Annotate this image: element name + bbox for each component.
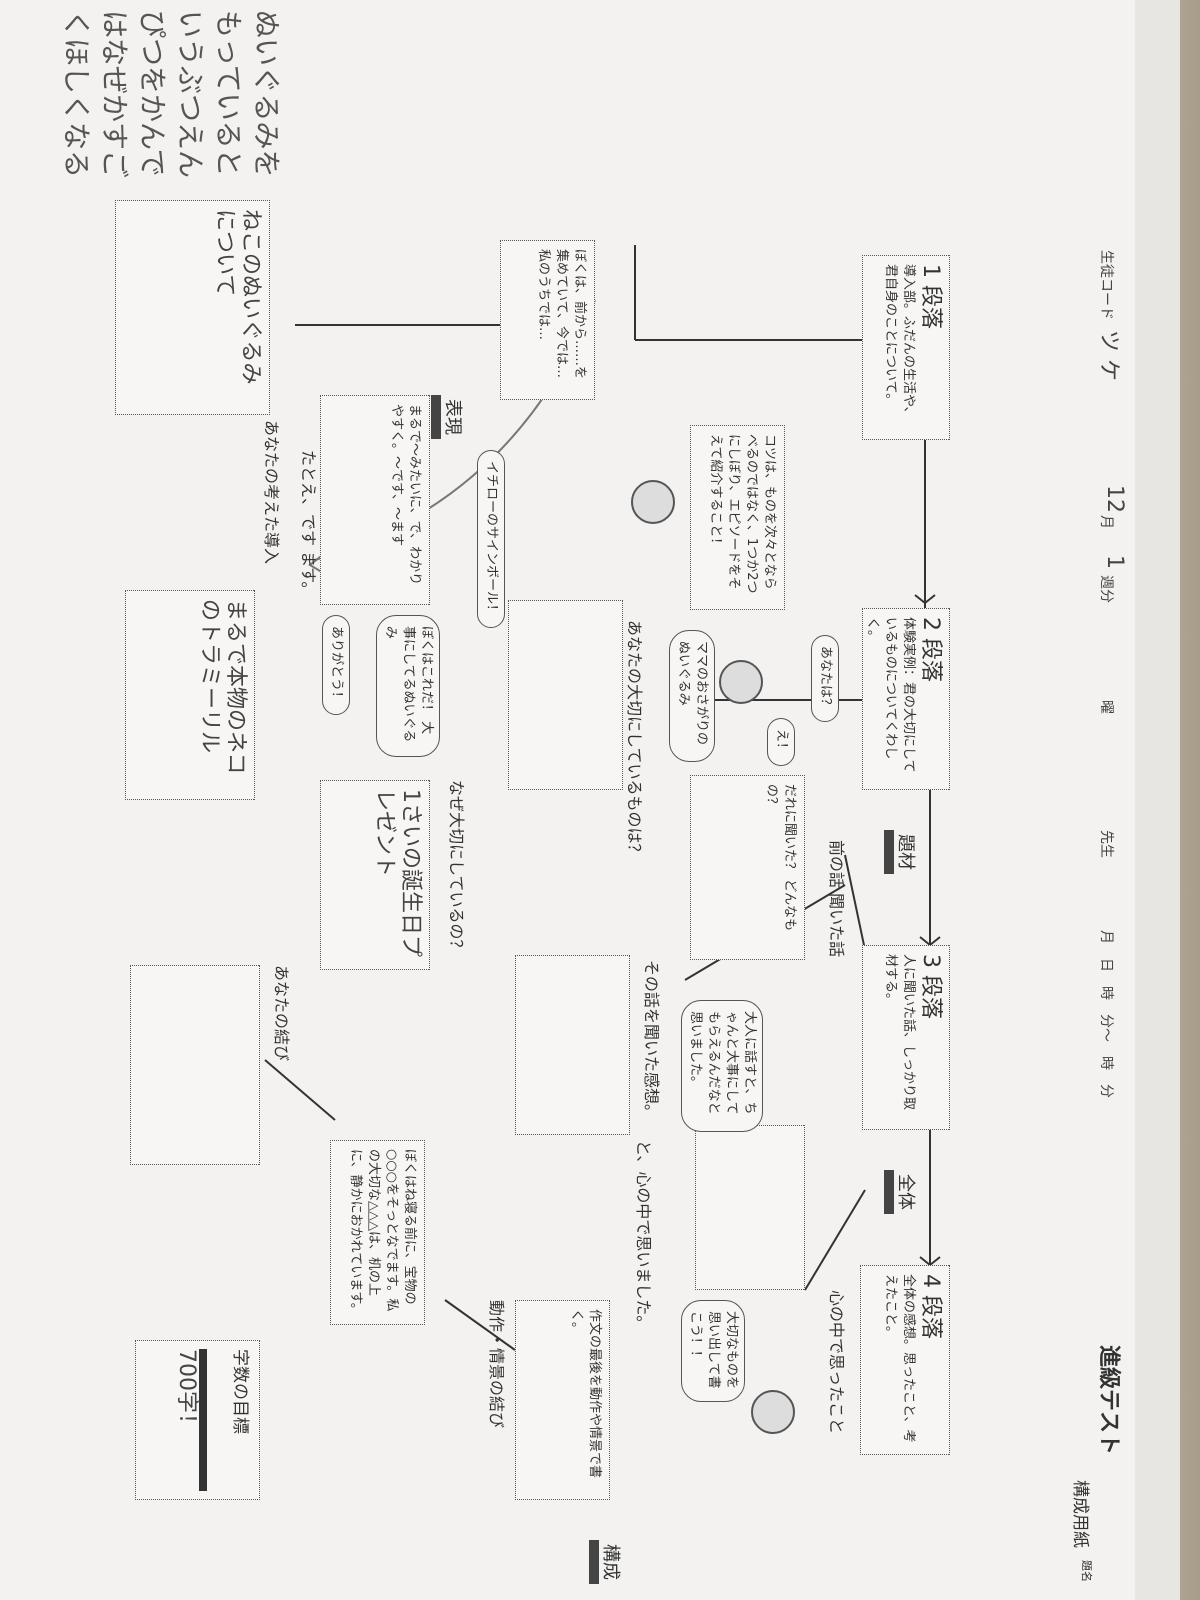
paragraph-3-text: 人に聞いた話、しっかり取材する。 bbox=[883, 954, 916, 1111]
important-thing-prompt: あなたの大切にしているものは？ bbox=[625, 620, 644, 860]
goal-value: 700字！ bbox=[173, 1349, 207, 1491]
subject-bullet: 前の話 聞いた話 bbox=[827, 840, 846, 958]
worksheet-subtitle: 構成用紙 bbox=[1070, 1480, 1090, 1548]
paragraph-1-box: 1 段落 導入部。ふだんの生活や、君自身のことについて。 bbox=[862, 255, 950, 440]
your-ending-prompt: あなたの結び bbox=[272, 965, 291, 1062]
teacher-label: 先生 bbox=[1098, 830, 1114, 858]
student-code-value: ツ ケ bbox=[1096, 330, 1121, 381]
paragraph-4-heading: 4 段落 bbox=[918, 1274, 943, 1339]
bear-bubble-eh: え！ bbox=[767, 718, 795, 767]
intro-example-box: ぼくは、前から……を集めていて、今では… 私のうちでは… bbox=[500, 240, 595, 400]
paragraph-1-heading: 1 段落 bbox=[918, 264, 943, 329]
structure-box: 作文の最後を動作や情景で書く。 bbox=[515, 1300, 610, 1500]
your-intro-prompt: あなたの考えた導入 bbox=[262, 420, 281, 565]
week-value: 1 bbox=[1102, 555, 1127, 569]
paragraph-2-box: 2 段落 体験実例：君の大切にしているものについてくわしく。 bbox=[862, 608, 950, 790]
bear-bubble-mama: ママのおさがりのぬいぐるみ bbox=[669, 630, 715, 762]
paragraph-1-text: 導入部。ふだんの生活や、君自身のことについて。 bbox=[883, 264, 916, 420]
bear-bubble-mine: ぼくはこれだ！ 大事にしてるぬいぐるみ bbox=[376, 615, 440, 757]
cat-bubble: 大切なものを思い出して書こう！！ bbox=[681, 1300, 745, 1402]
week-label: 週分 bbox=[1098, 575, 1114, 603]
tag-whole: 全体 bbox=[884, 1170, 920, 1214]
why-important-answer-box: 1さいの誕生日プレゼント bbox=[320, 780, 430, 970]
margin-handwriting: ぬいぐるみをもっているというぶつえんぴつをかんではなぜかすごくほしくなる bbox=[60, 10, 283, 179]
like-example-box: まるで本物のネコのトラミーリル bbox=[125, 590, 255, 800]
worksheet-title: 進級テスト bbox=[1096, 1345, 1121, 1456]
heart-prompt: と、心の中で思いました。 bbox=[634, 1140, 653, 1332]
impression-answer-box bbox=[515, 955, 630, 1135]
paragraph-2-text: 体験実例：君の大切にしているものについてくわしく。 bbox=[865, 617, 916, 773]
paragraph-3-box: 3 段落 人に聞いた話、しっかり取材する。 bbox=[862, 945, 950, 1130]
expression-example-box: まるで〜みたいに、で、わかりやすく。〜です、〜ます bbox=[320, 395, 430, 605]
bear-bubble-you: あなたは？ bbox=[811, 635, 839, 723]
worksheet: 生徒コード ツ ケ 12 月 1 週分 曜 先生 月 日 時 分～ 時 分 進級… bbox=[0, 0, 1135, 1600]
important-thing-answer-box bbox=[508, 600, 623, 790]
why-important-prompt: なぜ大切にしているの？ bbox=[447, 780, 466, 956]
cat-illustration bbox=[751, 1390, 795, 1434]
frog-bubble: イチローのサインボール！ bbox=[477, 450, 505, 629]
ending-answer-box bbox=[130, 965, 260, 1165]
month-value: 12 bbox=[1102, 485, 1127, 513]
heart-answer-box bbox=[695, 1125, 805, 1290]
adult-bubble: 大人に話すと、ちゃんと大事にしてもらえるんだなと思いました。 bbox=[681, 1000, 763, 1132]
paragraph-3-heading: 3 段落 bbox=[918, 954, 943, 1019]
paragraph-4-text: 全体の感想。思ったこと、考えたこと。 bbox=[883, 1274, 916, 1443]
tag-expression: 表現 bbox=[431, 395, 467, 439]
tip-box: コツは、ものを次々とならべるのではなく、1つか2つにしぼり、エピソードをそえて紹… bbox=[690, 425, 785, 610]
frog-illustration bbox=[631, 480, 675, 524]
goal-box: 字数の目標 700字！ bbox=[135, 1340, 260, 1500]
paragraph-4-box: 4 段落 全体の感想。思ったこと、考えたこと。 bbox=[860, 1265, 950, 1455]
paragraph-2-heading: 2 段落 bbox=[918, 617, 943, 682]
month-label: 月 bbox=[1098, 515, 1114, 529]
ending-example-box: ぼくはね寝る前に、宝物の○○○をそっとなでます。私の大切な△△△は、机の上に、静… bbox=[330, 1140, 425, 1325]
theme-label: 題名 bbox=[1080, 1560, 1093, 1582]
who-asked-box: だれに聞いた？ どんなもの？ bbox=[690, 775, 805, 960]
date-label: 月 日 時 分～ 時 分 bbox=[1098, 930, 1114, 1098]
weekday-label: 曜 bbox=[1098, 700, 1114, 714]
bear-bubble-thanks: ありがとう！ bbox=[322, 615, 350, 716]
impression-prompt: その話を聞いた感想。 bbox=[642, 960, 661, 1121]
bear-illustration bbox=[719, 660, 763, 704]
structure-bullet: 動作・情景の結び bbox=[487, 1300, 506, 1429]
goal-label: 字数の目標 bbox=[230, 1349, 250, 1434]
tag-subject: 題材 bbox=[884, 830, 920, 874]
intro-answer-box: ねこのぬいぐるみについて bbox=[115, 200, 270, 415]
tag-structure: 構成 bbox=[589, 1540, 625, 1584]
heart-bullet: 心の中で思ったこと bbox=[827, 1290, 846, 1435]
expression-bullet: たとえ、です ます。 bbox=[299, 450, 318, 598]
student-code-label: 生徒コード bbox=[1098, 250, 1114, 320]
